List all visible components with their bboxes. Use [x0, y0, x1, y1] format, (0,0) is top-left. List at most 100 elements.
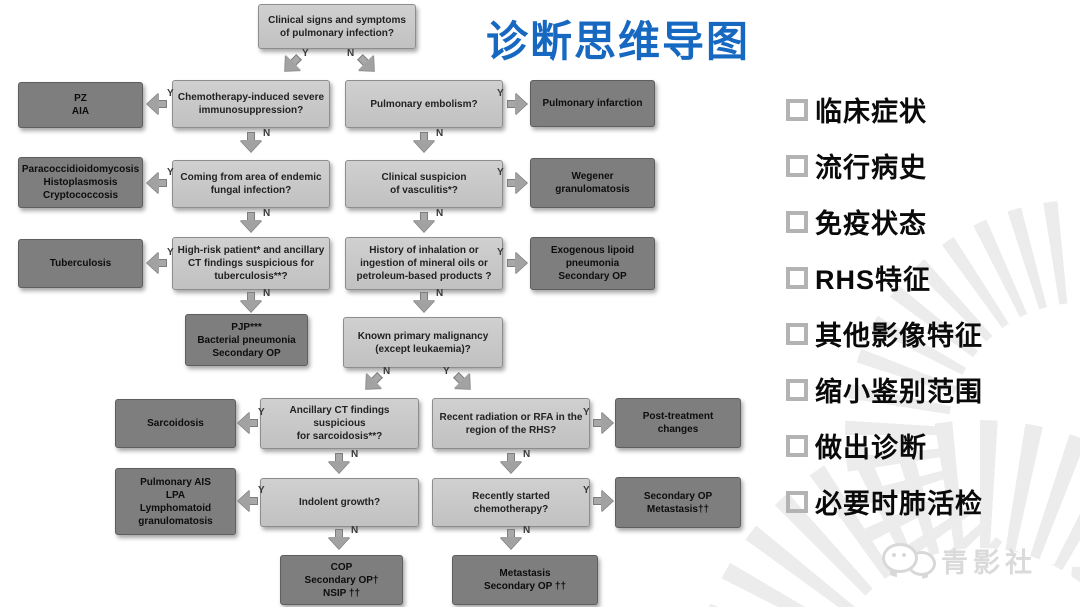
checklist-item-label: 流行病史 [815, 153, 927, 183]
flow-arrow-down-icon: N [240, 208, 270, 233]
flow-node-diagnosis: Pulmonary infarction [530, 80, 655, 127]
flow-arrow-label: N [436, 208, 444, 219]
flow-arrow-label: Y [583, 407, 590, 418]
flow-arrow-right-icon: Y [583, 485, 614, 512]
checklist-item-label: 免疫状态 [815, 209, 927, 239]
flow-arrow-label: Y [167, 167, 174, 178]
flow-arrow-label: Y [443, 366, 450, 377]
flow-arrow-label: Y [302, 48, 309, 59]
checkbox-bullet-icon [786, 322, 808, 345]
checklist-item: RHS特征 [786, 264, 983, 295]
flow-arrow-down-icon: N [500, 525, 530, 550]
flow-arrow-down-icon: N [240, 288, 270, 313]
flow-arrow-down-icon: N [413, 208, 443, 233]
flow-arrow-label: Y [497, 247, 504, 258]
flow-node-diagnosis: Tuberculosis [18, 239, 143, 288]
flow-arrow-label: N [383, 366, 391, 377]
flow-arrow-dr-icon: Y [443, 366, 478, 397]
flow-arrow-label: N [436, 288, 444, 299]
flow-arrow-right-icon: Y [497, 247, 528, 274]
checklist-item: 流行病史 [786, 152, 983, 183]
flow-arrow-label: Y [583, 485, 590, 496]
flow-arrow-dr-icon: N [347, 48, 382, 79]
checklist-item-label: 缩小鉴别范围 [815, 377, 983, 407]
flow-arrow-label: N [351, 449, 359, 460]
flow-arrow-left-icon: Y [237, 407, 265, 434]
checklist-item-label: 临床症状 [815, 97, 927, 127]
checkbox-bullet-icon [786, 98, 808, 121]
flow-arrow-label: Y [258, 407, 265, 418]
flow-node-diagnosis: Sarcoidosis [115, 399, 236, 448]
checkbox-bullet-icon [786, 154, 808, 177]
flow-arrow-label: Y [167, 88, 174, 99]
wechat-icon [882, 540, 940, 584]
checkbox-bullet-icon [786, 210, 808, 233]
flow-arrow-right-icon: Y [497, 88, 528, 115]
flow-arrow-label: N [523, 449, 531, 460]
flow-node-question: Pulmonary embolism? [345, 80, 503, 128]
checklist-item: 缩小鉴别范围 [786, 376, 983, 407]
flow-arrow-label: Y [497, 88, 504, 99]
checklist-item: 免疫状态 [786, 208, 983, 239]
flow-arrow-down-icon: N [500, 449, 530, 474]
flow-arrow-down-icon: N [240, 128, 270, 153]
checkbox-bullet-icon [786, 490, 808, 513]
flow-arrow-dl-icon: N [358, 366, 390, 397]
checklist-item: 其他影像特征 [786, 320, 983, 351]
checkbox-bullet-icon [786, 378, 808, 401]
checkbox-bullet-icon [786, 266, 808, 289]
flow-arrow-label: Y [167, 247, 174, 258]
flow-arrow-left-icon: Y [146, 88, 174, 115]
flow-arrow-down-icon: N [413, 288, 443, 313]
flow-arrow-left-icon: Y [146, 167, 174, 194]
checklist-item-label: 其他影像特征 [815, 321, 983, 351]
checklist-item: 做出诊断 [786, 432, 983, 463]
flow-arrow-label: N [263, 208, 271, 219]
flow-arrow-left-icon: Y [237, 485, 265, 512]
page-title: 诊断思维导图 [486, 18, 751, 65]
checkbox-bullet-icon [786, 434, 808, 457]
flow-arrow-label: Y [258, 485, 265, 496]
checklist-item: 必要时肺活检 [786, 488, 983, 519]
flow-arrow-down-icon: N [328, 525, 358, 550]
flow-arrow-right-icon: Y [497, 167, 528, 194]
flow-arrow-label: Y [497, 167, 504, 178]
flow-arrow-left-icon: Y [146, 247, 174, 274]
flow-arrow-right-icon: Y [583, 407, 614, 434]
checklist: 临床症状流行病史免疫状态 RHS特征其他影像特征缩小鉴别范围做出诊断必要时肺活检 [786, 96, 983, 544]
flow-node-question: Indolent growth? [260, 478, 419, 527]
flow-node-question: Known primary malignancy(except leukaemi… [343, 317, 503, 368]
flow-arrow-label: N [436, 128, 444, 139]
watermark-text: 青影社 [941, 548, 1037, 578]
checklist-item-label: 必要时肺活检 [815, 489, 983, 519]
flow-arrow-label: N [347, 48, 355, 59]
flow-arrow-label: N [263, 288, 271, 299]
flow-arrow-label: N [523, 525, 531, 536]
flow-arrow-label: N [351, 525, 359, 536]
flow-arrow-label: N [263, 128, 271, 139]
flow-arrow-down-icon: N [328, 449, 358, 474]
checklist-item-label: RHS特征 [815, 265, 932, 295]
flow-arrow-down-icon: N [413, 128, 443, 153]
flow-arrow-dl-icon: Y [277, 48, 309, 79]
